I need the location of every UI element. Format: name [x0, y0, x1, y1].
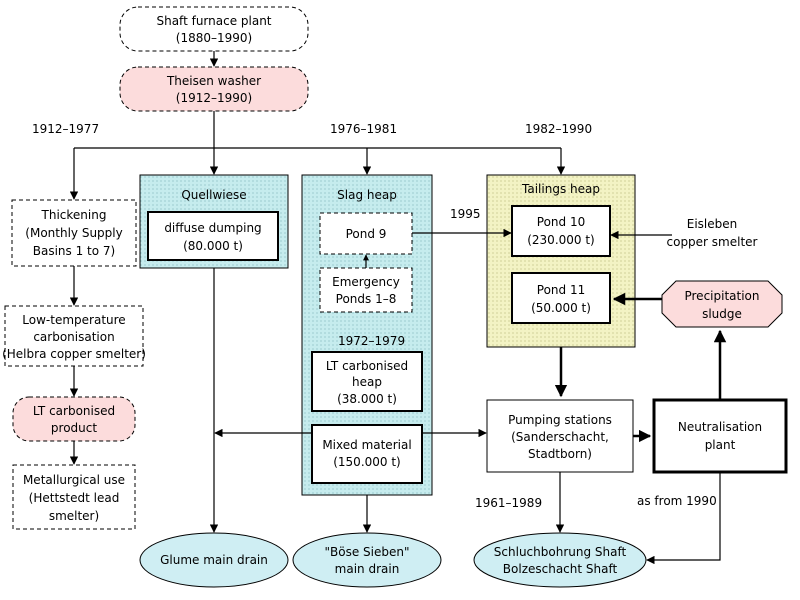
lt-heap-line3: (38.000 t) — [337, 392, 397, 406]
label-1982-1990: 1982–1990 — [525, 122, 592, 136]
precipitation-sludge-node — [661, 280, 783, 328]
pond-10-line2: (230.000 t) — [527, 233, 595, 247]
pond-9-node — [319, 212, 413, 255]
label-1995: 1995 — [450, 207, 481, 221]
precipitation-line2: sludge — [702, 307, 742, 321]
pumping-line2: (Sanderschacht, — [511, 430, 609, 444]
pumping-line3: Stadtborn) — [528, 447, 592, 461]
shaft-furnace-node — [119, 6, 309, 52]
low-temp-carbonisation-node — [4, 305, 144, 367]
arrow-neutralisation-to-schluch — [646, 472, 721, 565]
theisen-line1: Theisen washer — [166, 74, 261, 88]
lt-heap-line1: LT carbonised — [326, 359, 408, 373]
pond-11-node — [511, 272, 611, 324]
mixed-line1: Mixed material — [322, 438, 411, 452]
precipitation-line1: Precipitation — [684, 289, 759, 303]
mixed-material-node — [311, 424, 423, 484]
mixed-line2: (150.000 t) — [333, 455, 401, 469]
thickening-line1: Thickening — [41, 208, 107, 222]
metallurgical-line3: smelter) — [49, 509, 99, 523]
tailings-heap-title: Tailings heap — [521, 182, 600, 196]
bose-line2: main drain — [335, 562, 400, 576]
label-1972-1979: 1972–1979 — [338, 334, 405, 348]
thickening-line3: Basins 1 to 7) — [33, 244, 115, 258]
diffuse-dumping-node — [147, 211, 279, 261]
neutralisation-line1: Neutralisation — [678, 420, 762, 434]
diffuse-line2: (80.000 t) — [183, 239, 243, 253]
metallurgical-line2: (Hettstedt lead — [29, 491, 120, 505]
pond-11-line1: Pond 11 — [537, 283, 585, 297]
metallurgical-line1: Metallurgical use — [23, 473, 125, 487]
metallurgical-use-node — [12, 464, 136, 530]
lt-heap-line2: heap — [352, 375, 382, 389]
bose-sieben-drain-node — [292, 532, 442, 588]
emergency-line1: Emergency — [332, 275, 400, 289]
quellwiese-title: Quellwiese — [181, 188, 246, 202]
pond-10-line1: Pond 10 — [537, 215, 585, 229]
emergency-ponds-node — [319, 267, 413, 313]
label-1976-1981: 1976–1981 — [330, 122, 397, 136]
lt-product-line1: LT carbonised — [33, 404, 115, 418]
emergency-line2: Ponds 1–8 — [336, 292, 397, 306]
lt-carbonised-heap-node — [311, 351, 423, 412]
thickening-line2: (Monthly Supply — [25, 226, 122, 240]
eisleben-line1: Eisleben — [687, 217, 738, 231]
low-temp-line1: Low-temperature — [22, 313, 125, 327]
eisleben-line2: copper smelter — [667, 235, 758, 249]
diffuse-line1: diffuse dumping — [164, 221, 261, 235]
theisen-washer-node — [119, 66, 309, 112]
pond-9-label: Pond 9 — [346, 227, 387, 241]
schluchbohrung-node — [473, 532, 647, 588]
neutralisation-line2: plant — [705, 438, 736, 452]
shaft-furnace-line1: Shaft furnace plant — [156, 14, 271, 28]
low-temp-line3: (Helbra copper smelter) — [2, 347, 146, 361]
pumping-line1: Pumping stations — [508, 413, 612, 427]
pond-10-node — [511, 205, 611, 257]
schluch-line1: Schluchbohrung Shaft — [494, 545, 627, 559]
slag-heap-title: Slag heap — [337, 188, 397, 202]
theisen-line2: (1912–1990) — [176, 91, 252, 105]
glume-label: Glume main drain — [160, 553, 268, 567]
low-temp-line2: carbonisation — [33, 330, 114, 344]
label-1912-1977: 1912–1977 — [32, 122, 99, 136]
pond-11-line2: (50.000 t) — [531, 301, 591, 315]
label-as-from-1990: as from 1990 — [637, 494, 717, 508]
bose-line1: "Böse Sieben" — [324, 545, 409, 559]
label-1961-1989: 1961–1989 — [475, 496, 542, 510]
schluch-line2: Bolzeschacht Shaft — [503, 562, 618, 576]
lt-product-line2: product — [51, 421, 97, 435]
shaft-furnace-line2: (1880–1990) — [176, 31, 252, 45]
glume-main-drain-node — [139, 532, 289, 588]
thickening-node — [11, 199, 137, 267]
neutralisation-plant-node — [652, 398, 788, 474]
pumping-stations-node — [486, 399, 634, 473]
